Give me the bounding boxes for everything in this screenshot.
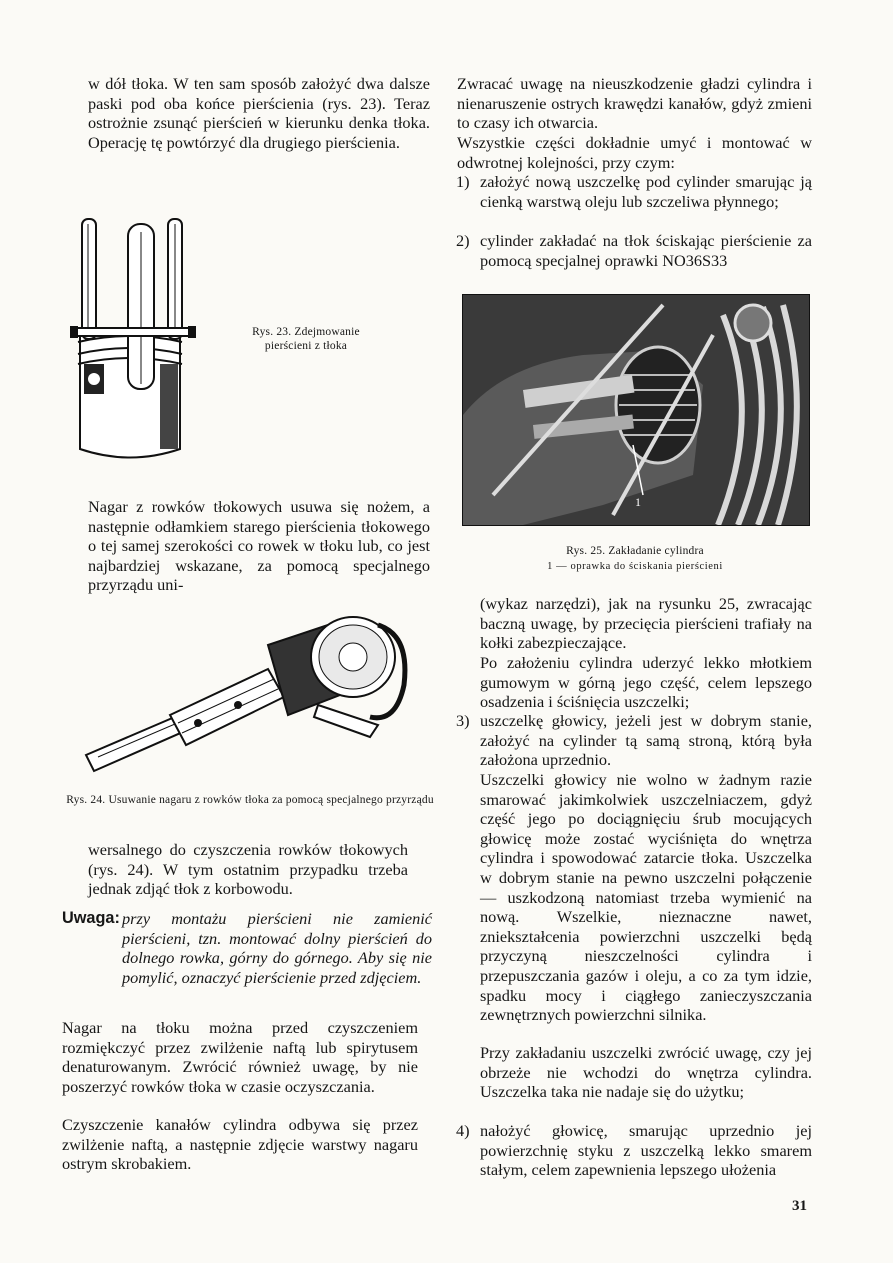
list-item-1: 1) założyć nową uszczelkę pod cylinder s… — [456, 172, 812, 211]
figure-23-caption: Rys. 23. Zdejmowanie pierścieni z tłoka — [252, 326, 360, 352]
list-item-3: 3) uszczelkę głowicy, jeżeli jest w dobr… — [456, 711, 812, 770]
figure-25-marker: 1 — [635, 495, 641, 509]
page-number: 31 — [792, 1198, 807, 1214]
list-item-1-text: założyć nową uszczelkę pod cylinder smar… — [480, 172, 812, 211]
left-paragraph-3: wersalnego do czyszczenia rowków tłokowy… — [88, 840, 408, 899]
list-item-4-text: nałożyć głowicę, smarując uprzednio jej … — [480, 1121, 812, 1180]
list-item-2-number: 2) — [456, 231, 470, 250]
list-item-3-text: uszczelkę głowicy, jeżeli jest w dobrym … — [480, 711, 812, 770]
list-item-3-number: 3) — [456, 711, 470, 730]
left-paragraph-2: Nagar z rowków tłokowych usuwa się nożem… — [88, 497, 430, 595]
right-paragraph-3: (wykaz narzędzi), jak na rysunku 25, zwr… — [480, 594, 812, 653]
list-item-4: 4) nałożyć głowicę, smarując uprzednio j… — [456, 1121, 812, 1180]
right-paragraph-6: Przy zakładaniu uszczelki zwrócić uwagę,… — [480, 1043, 812, 1102]
note-block: Uwaga: przy montażu pierścieni nie zamie… — [62, 909, 432, 987]
list-item-1-number: 1) — [456, 172, 470, 191]
figure-24-groove-cleaner — [78, 605, 413, 785]
left-paragraph-4: Nagar na tłoku można przed czyszczeniem … — [62, 1018, 418, 1096]
groove-cleaning-tool-drawing — [84, 616, 408, 773]
list-item-2-text: cylinder zakładać na tłok ściskając pier… — [480, 231, 812, 270]
list-item-2: 2) cylinder zakładać na tłok ściskając p… — [456, 231, 812, 270]
note-label: Uwaga: — [62, 909, 120, 927]
note-text: przy montażu pierścieni nie zamienić pie… — [122, 909, 432, 987]
figure-25-caption: Rys. 25. Zakładanie cylindra — [566, 545, 704, 557]
figure-25-subcaption: 1 — oprawka do ściskania pierścieni — [547, 561, 723, 572]
left-paragraph-1: w dół tłoka. W ten sam sposób założyć dw… — [88, 74, 430, 152]
list-item-4-number: 4) — [456, 1121, 470, 1140]
figure-25-photo: 1 — [462, 294, 810, 526]
figure-23-piston — [68, 214, 208, 464]
right-paragraph-2: Wszystkie części dokładnie umyć i montow… — [457, 133, 812, 172]
right-paragraph-1: Zwracać uwagę na nieuszkodzenie gładzi c… — [457, 74, 812, 133]
cylinder-fitting-photo — [463, 295, 809, 525]
piston-ring-removal-drawing — [70, 218, 196, 459]
right-paragraph-5: Uszczelki głowicy nie wolno w żadnym raz… — [480, 770, 812, 1025]
left-paragraph-5: Czyszczenie kanałów cylindra odbywa się … — [62, 1115, 418, 1174]
right-paragraph-4: Po założeniu cylindra uderzyć lekko młot… — [480, 653, 812, 712]
figure-24-caption: Rys. 24. Usuwanie nagaru z rowków tłoka … — [66, 794, 434, 806]
